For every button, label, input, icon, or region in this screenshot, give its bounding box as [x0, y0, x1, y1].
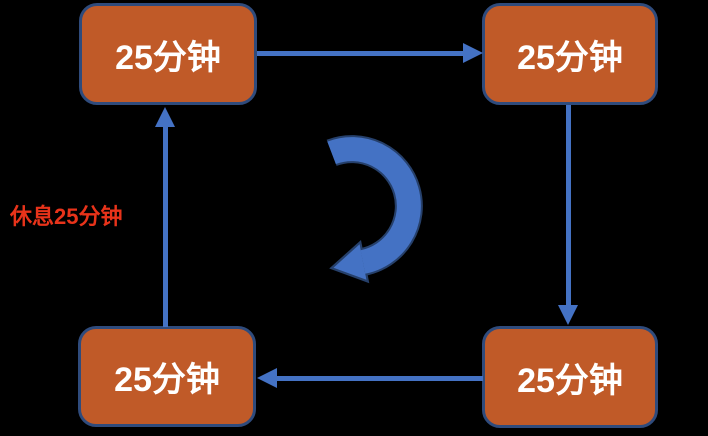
process-box-label: 25分钟	[114, 361, 220, 399]
arrow-shaft	[566, 105, 571, 306]
rest-duration-label: 休息25分钟	[10, 204, 123, 229]
process-box-label: 25分钟	[115, 38, 221, 77]
process-box-label: 25分钟	[517, 361, 623, 400]
process-box-top-left: 25分钟	[79, 3, 257, 105]
cycle-rotation-arrow-icon	[326, 135, 423, 284]
arrowhead-up-icon	[155, 107, 175, 127]
process-box-label: 25分钟	[517, 38, 623, 77]
cycle-arrowhead-icon	[333, 244, 367, 280]
arrow-shaft	[277, 376, 483, 381]
arrow-shaft	[163, 127, 168, 327]
arrowhead-right-icon	[463, 43, 483, 63]
process-box-bottom-left: 25分钟	[78, 326, 256, 427]
process-box-top-right: 25分钟	[482, 3, 658, 105]
cycle-arc	[327, 137, 421, 274]
arrow-shaft	[257, 51, 465, 56]
arrowhead-down-icon	[558, 305, 578, 325]
arrowhead-left-icon	[257, 368, 277, 388]
process-box-bottom-right: 25分钟	[482, 326, 658, 428]
